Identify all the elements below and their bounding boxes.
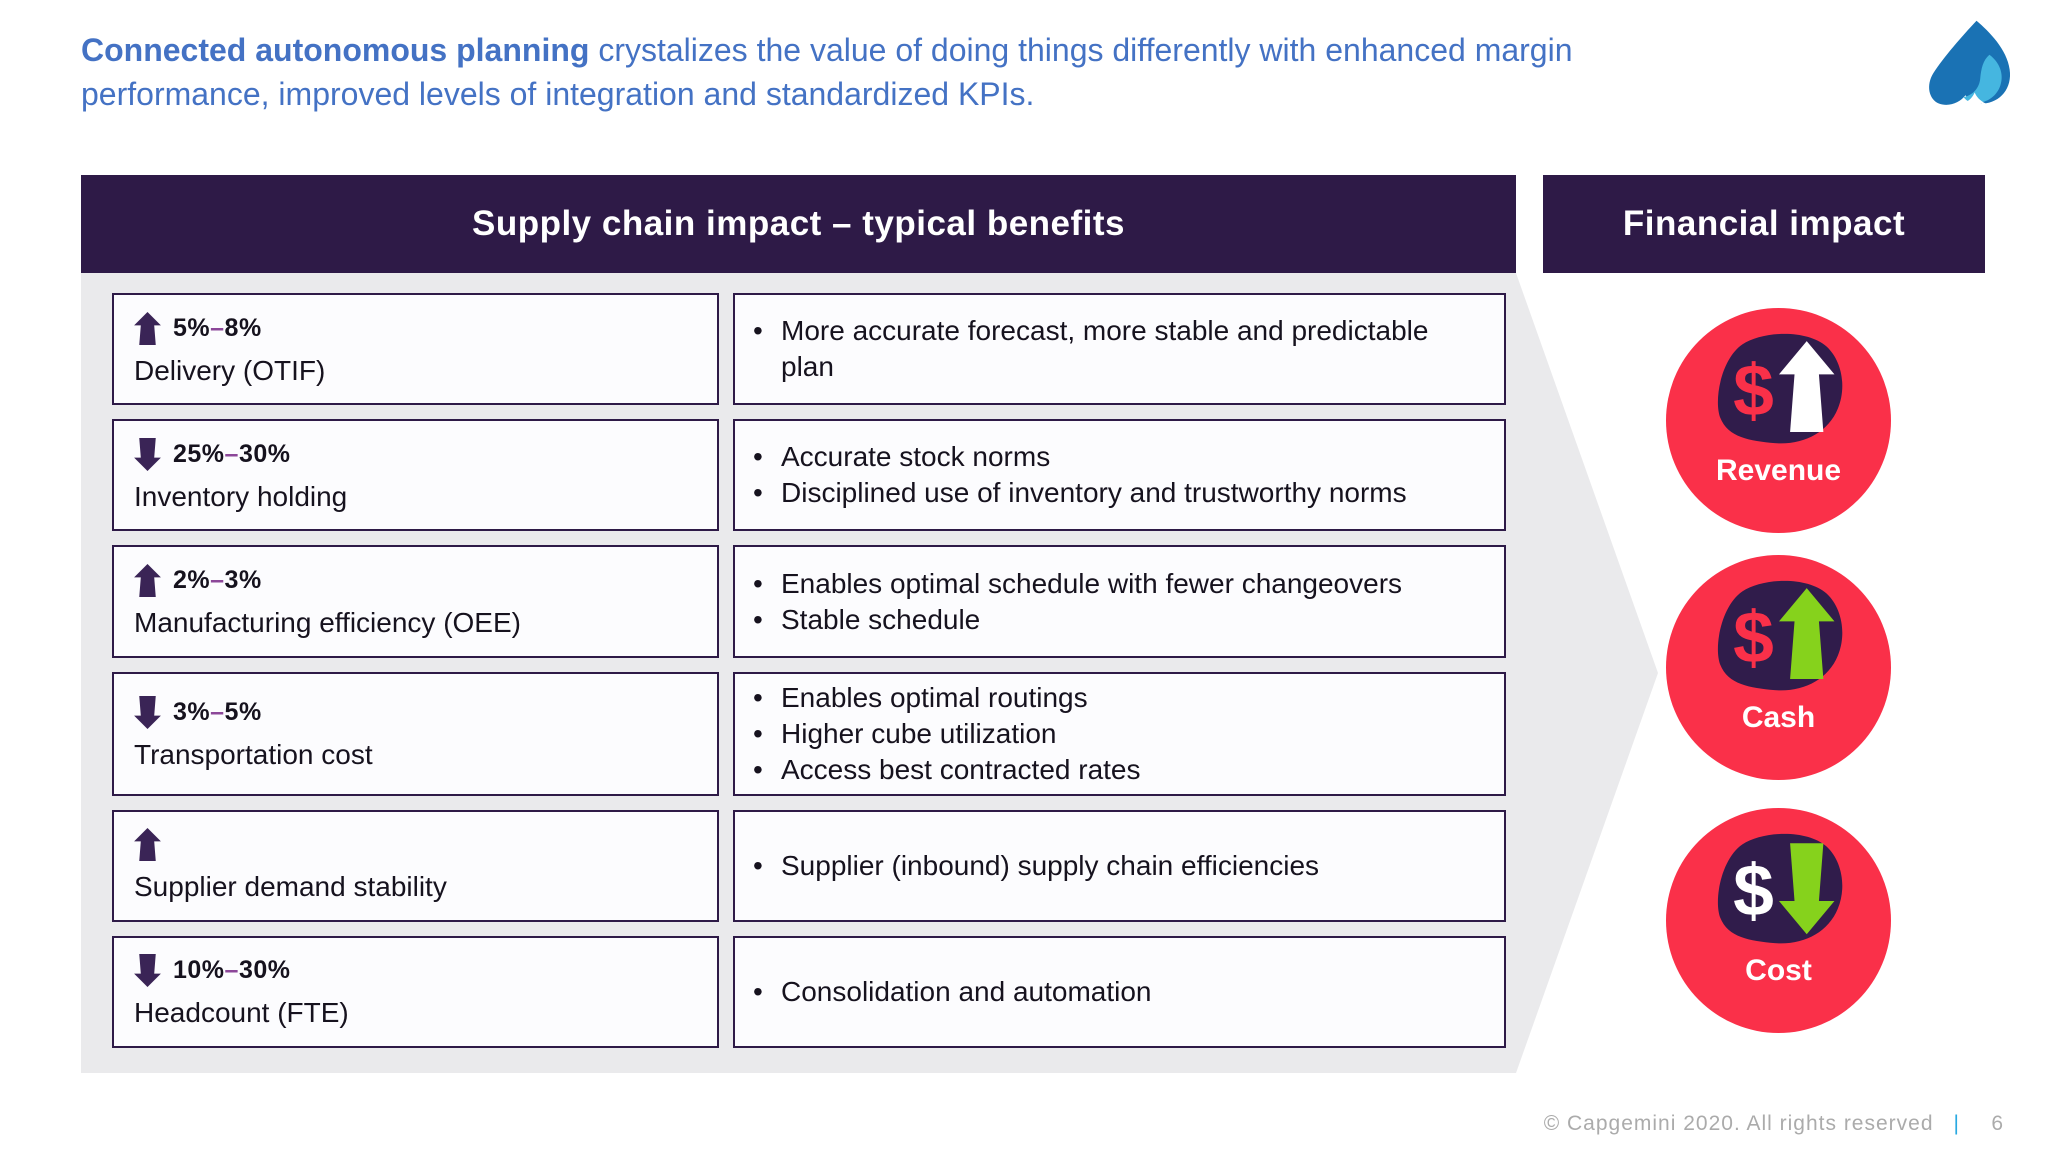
- metric-percent: 3%–5%: [173, 698, 262, 727]
- revenue-label: Revenue: [1715, 454, 1842, 487]
- capgemini-logo-icon: [1929, 20, 2011, 105]
- benefits-table: 5%–8% Delivery (OTIF) More accurate fore…: [112, 293, 1506, 1049]
- benefit-bullets: Accurate stock norms Disciplined use of …: [745, 439, 1488, 511]
- cash-circle: $ Cash: [1666, 555, 1891, 780]
- benefit-cell-supplier: Supplier (inbound) supply chain efficien…: [733, 809, 1506, 922]
- metric-cell-manufacturing: 2%–3% Manufacturing efficiency (OEE): [112, 545, 719, 658]
- benefit-bullets: More accurate forecast, more stable and …: [745, 313, 1488, 385]
- metric-percent: 25%–30%: [173, 439, 291, 468]
- up-arrow-icon: [134, 564, 161, 597]
- benefit-cell-manufacturing: Enables optimal schedule with fewer chan…: [733, 545, 1506, 658]
- table-row: 5%–8% Delivery (OTIF) More accurate fore…: [112, 293, 1506, 406]
- metric-line: 25%–30%: [134, 437, 707, 471]
- metric-percent: 10%–30%: [173, 956, 291, 985]
- metric-cell-headcount: 10%–30% Headcount (FTE): [112, 935, 719, 1049]
- metric-cell-supplier: Supplier demand stability: [112, 809, 719, 922]
- bullet-item: Enables optimal schedule with fewer chan…: [745, 566, 1488, 602]
- table-row: Supplier demand stability Supplier (inbo…: [112, 809, 1506, 922]
- bullet-item: Higher cube utilization: [745, 716, 1488, 752]
- cash-label: Cash: [1741, 701, 1816, 734]
- metric-label: Headcount (FTE): [134, 997, 349, 1029]
- dollar-up-arrow-icon: $: [1717, 333, 1842, 444]
- bullet-item: More accurate forecast, more stable and …: [745, 313, 1488, 385]
- bullet-item: Access best contracted rates: [745, 752, 1488, 788]
- up-arrow-icon: [134, 311, 161, 345]
- page-number: 6: [1991, 1112, 2004, 1135]
- benefit-bullets: Consolidation and automation: [745, 974, 1488, 1010]
- bullet-item: Accurate stock norms: [745, 439, 1488, 475]
- copyright-text: © Capgemini 2020. All rights reserved: [1543, 1112, 1934, 1135]
- dollar-up-arrow-icon: $: [1717, 580, 1842, 691]
- table-row: 2%–3% Manufacturing efficiency (OEE) Ena…: [112, 545, 1506, 658]
- supply-chain-header-label: Supply chain impact – typical benefits: [471, 204, 1126, 243]
- metric-line: [134, 828, 707, 862]
- metric-cell-inventory: 25%–30% Inventory holding: [112, 419, 719, 532]
- benefit-cell-inventory: Accurate stock norms Disciplined use of …: [733, 419, 1506, 532]
- metric-line: 2%–3%: [134, 564, 707, 597]
- down-arrow-icon: [134, 696, 161, 730]
- benefit-cell-headcount: Consolidation and automation: [733, 935, 1506, 1049]
- panel-arrow-chevron: [1516, 273, 1658, 1073]
- metric-label: Inventory holding: [134, 480, 348, 512]
- metric-label: Delivery (OTIF): [134, 354, 326, 386]
- dollar-down-arrow-icon: $: [1717, 833, 1842, 944]
- supply-chain-header-bar: Supply chain impact – typical benefits: [81, 175, 1516, 273]
- metric-percent: 2%–3%: [173, 566, 262, 594]
- bullet-item: Enables optimal routings: [745, 680, 1488, 716]
- svg-text:$: $: [1733, 596, 1774, 678]
- footer: © Capgemini 2020. All rights reserved | …: [1544, 1112, 2004, 1136]
- metric-label: Manufacturing efficiency (OEE): [134, 607, 521, 638]
- metric-cell-delivery: 5%–8% Delivery (OTIF): [112, 293, 719, 406]
- metric-line: 5%–8%: [134, 311, 707, 345]
- metric-label: Transportation cost: [134, 739, 373, 771]
- benefit-cell-delivery: More accurate forecast, more stable and …: [733, 293, 1506, 406]
- benefit-cell-transportation: Enables optimal routings Higher cube uti…: [733, 671, 1506, 796]
- metric-line: 3%–5%: [134, 696, 707, 730]
- down-arrow-icon: [134, 437, 161, 471]
- down-arrow-icon: [134, 954, 161, 988]
- financial-impact-header-bar: Financial impact: [1543, 175, 1985, 273]
- cost-circle: $ Cost: [1666, 808, 1891, 1033]
- bullet-item: Supplier (inbound) supply chain efficien…: [745, 848, 1488, 884]
- metric-line: 10%–30%: [134, 954, 707, 988]
- svg-text:$: $: [1733, 349, 1774, 431]
- metric-cell-transportation: 3%–5% Transportation cost: [112, 671, 719, 796]
- financial-impact-header-label: Financial impact: [1622, 204, 1906, 243]
- metric-label: Supplier demand stability: [134, 871, 447, 903]
- table-row: 25%–30% Inventory holding Accurate stock…: [112, 419, 1506, 532]
- footer-separator: |: [1953, 1112, 1960, 1135]
- benefit-bullets: Enables optimal routings Higher cube uti…: [745, 680, 1488, 788]
- bullet-item: Stable schedule: [745, 602, 1488, 638]
- metric-percent: 5%–8%: [173, 313, 262, 342]
- slide-title: Connected autonomous planning crystalize…: [81, 28, 1761, 116]
- table-row: 10%–30% Headcount (FTE) Consolidation an…: [112, 935, 1506, 1049]
- cost-label: Cost: [1745, 954, 1812, 987]
- up-arrow-icon: [134, 828, 161, 862]
- slide-title-rest: crystalizes the value of doing things di…: [81, 32, 1573, 112]
- table-row: 3%–5% Transportation cost Enables optima…: [112, 671, 1506, 796]
- bullet-item: Disciplined use of inventory and trustwo…: [745, 475, 1488, 511]
- benefit-bullets: Enables optimal schedule with fewer chan…: [745, 566, 1488, 638]
- bullet-item: Consolidation and automation: [745, 974, 1488, 1010]
- benefit-bullets: Supplier (inbound) supply chain efficien…: [745, 848, 1488, 884]
- svg-text:$: $: [1733, 849, 1774, 931]
- slide-title-bold: Connected autonomous planning: [81, 32, 590, 68]
- revenue-circle: $ Revenue: [1666, 308, 1891, 533]
